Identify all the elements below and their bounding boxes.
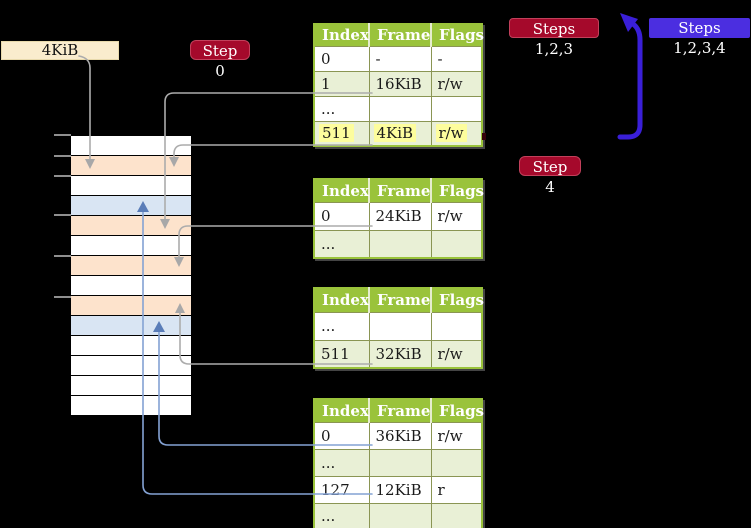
- column-header: Index: [314, 399, 370, 422]
- table-cell: r: [430, 475, 483, 504]
- column-header: Index: [314, 288, 370, 312]
- memory-frame-mapped: [71, 316, 191, 336]
- memory-tick: [54, 214, 71, 216]
- table-cell: ...: [313, 502, 370, 528]
- column-header: Flags: [431, 399, 484, 422]
- memory-frame-free: [71, 396, 191, 415]
- column-header: Frame: [369, 288, 432, 312]
- highlighted-value: 4KiB: [373, 124, 417, 143]
- highlighted-value: 511: [319, 124, 354, 143]
- table-cell: 32KiB: [368, 339, 432, 369]
- table-cell: 511: [313, 339, 370, 369]
- memory-frame-page-table: [71, 216, 191, 236]
- table-row: ...: [313, 229, 483, 259]
- memory-frame-free: [71, 356, 191, 376]
- loop-arrowhead-icon: [620, 13, 638, 32]
- table-cell: -: [368, 45, 432, 72]
- table-row: ...: [313, 95, 483, 122]
- table-cell: -: [430, 45, 483, 72]
- table-row: ...: [313, 448, 483, 477]
- memory-tick: [54, 175, 71, 177]
- column-header: Index: [314, 179, 370, 202]
- column-header: Index: [314, 24, 370, 46]
- table-cell: 1: [313, 70, 370, 97]
- memory-frame-mapped: [71, 196, 191, 216]
- table-cell: [368, 502, 432, 528]
- table-cell: r/w: [430, 421, 483, 450]
- table-cell: r/w: [430, 70, 483, 97]
- memory-tick: [54, 255, 71, 257]
- loop-arrow: [617, 21, 643, 140]
- table-cell: 127: [313, 475, 370, 504]
- column-header: Frame: [369, 24, 432, 46]
- table-cell: ...: [313, 229, 370, 259]
- table-cell: r/w: [430, 201, 483, 231]
- table-cell: [430, 311, 483, 341]
- memory-frame-free: [71, 336, 191, 356]
- memory-frame-free: [71, 136, 191, 156]
- column-header: Flags: [431, 24, 484, 46]
- table-cell: 0: [313, 201, 370, 231]
- table-cell: 0: [313, 421, 370, 450]
- table-cell: 36KiB: [368, 421, 432, 450]
- column-header: Flags: [431, 179, 484, 202]
- table-cell: [430, 229, 483, 259]
- table-cell: 511: [313, 120, 370, 147]
- table-cell: 12KiB: [368, 475, 432, 504]
- column-header: Frame: [369, 399, 432, 422]
- steps123-badge: Steps 1,2,3: [509, 18, 599, 58]
- step4-badge: Step 4: [519, 156, 581, 196]
- table-row: 511 4KiB r/w: [313, 120, 483, 147]
- memory-tick: [54, 155, 71, 157]
- highlighted-value: r/w: [435, 124, 467, 143]
- column-header: Frame: [369, 179, 432, 202]
- table-cell: ...: [313, 95, 370, 122]
- table-cell: 0: [313, 45, 370, 72]
- table-cell: 4KiB: [368, 120, 432, 147]
- memory-frame-page-table: [71, 156, 191, 176]
- table-cell: [368, 448, 432, 477]
- memory-tick: [54, 134, 71, 136]
- memory-frame-free: [71, 176, 191, 196]
- memory-frame-page-table: [71, 296, 191, 316]
- step0-badge: Step 0: [190, 40, 250, 80]
- memory-frame-free: [71, 376, 191, 396]
- column-header: Flags: [431, 288, 484, 312]
- table-cell: [430, 448, 483, 477]
- table-cell: [368, 229, 432, 259]
- memory-frame-page-table: [71, 256, 191, 276]
- memory-frame-free: [71, 236, 191, 256]
- table-cell: 24KiB: [368, 201, 432, 231]
- table-cell: [368, 95, 432, 122]
- table-cell: [430, 95, 483, 122]
- table-cell: [430, 502, 483, 528]
- table-cell: r/w: [430, 120, 483, 147]
- table-cell: ...: [313, 448, 370, 477]
- table-cell: r/w: [430, 339, 483, 369]
- physical-memory-column: [70, 135, 192, 416]
- table-row: 0--: [313, 45, 483, 72]
- table-cell: ...: [313, 311, 370, 341]
- table-cell: [368, 311, 432, 341]
- table-cell: 16KiB: [368, 70, 432, 97]
- table-row: ...: [313, 311, 483, 341]
- memory-frame-free: [71, 276, 191, 296]
- memory-tick: [54, 296, 71, 298]
- table-row: ...: [313, 502, 483, 528]
- page-size-label: 4KiB: [1, 41, 119, 60]
- steps1234-badge: Steps 1,2,3,4: [649, 18, 750, 57]
